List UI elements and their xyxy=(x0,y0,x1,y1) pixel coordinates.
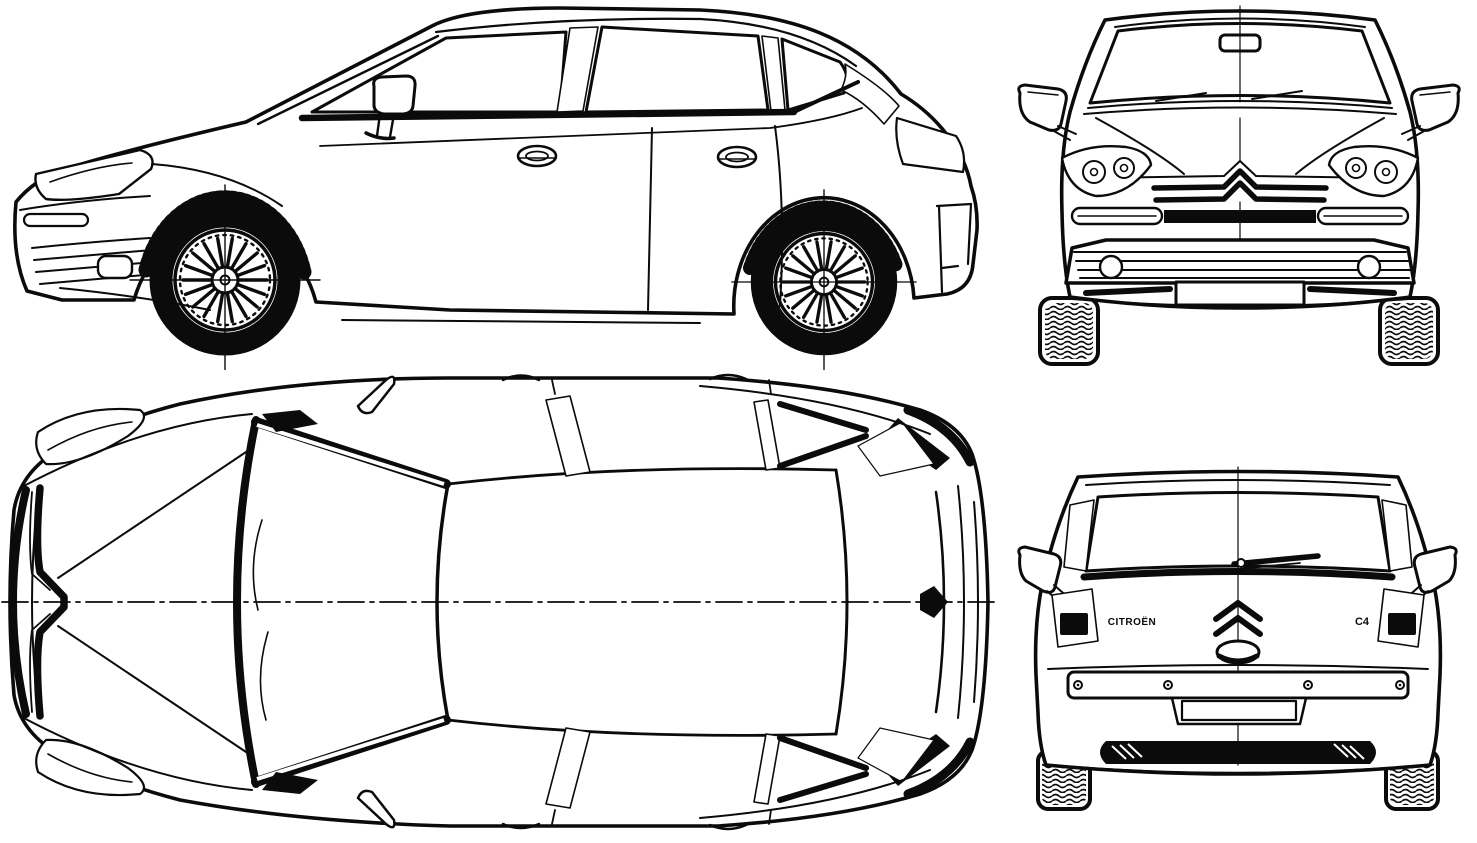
side-glasshouse xyxy=(256,17,900,126)
rear-view: CITROËN C4 xyxy=(1017,466,1458,811)
bumper-bottom xyxy=(1071,286,1409,307)
hood-shutline xyxy=(1091,160,1389,179)
character-line xyxy=(319,107,863,147)
tail-lamp-arcs xyxy=(903,405,975,799)
rear-license-plate xyxy=(1180,699,1298,722)
fender-line xyxy=(151,163,283,207)
mid-bumper xyxy=(1070,206,1410,226)
bumper-strip xyxy=(1066,670,1410,700)
c4-badge: C4 xyxy=(1355,616,1370,628)
bumper-slot xyxy=(22,212,90,228)
rear-wiper xyxy=(1231,553,1321,567)
bumper-seam xyxy=(19,195,151,211)
side-mirror xyxy=(364,74,417,141)
quarter-taper-top xyxy=(777,401,869,469)
lower-grille-slats xyxy=(31,237,157,285)
right-fog-lamp xyxy=(1356,254,1382,280)
roof-drip-line xyxy=(434,17,858,68)
b-pillar xyxy=(556,26,599,113)
left-mirror xyxy=(1017,83,1068,132)
top-view xyxy=(1,373,997,831)
quarter-taper-bottom xyxy=(777,735,869,803)
right-reflector xyxy=(1333,743,1365,760)
license-plate xyxy=(1174,280,1306,307)
rear-wheel xyxy=(732,190,916,370)
lower-grille xyxy=(1064,238,1416,285)
tailgate-badges: CITROËN C4 xyxy=(1108,600,1370,665)
lower-black-band xyxy=(1100,741,1376,764)
right-pillar-hatch xyxy=(1381,499,1413,572)
windshield xyxy=(1083,5,1397,115)
black-bumper-band xyxy=(1164,210,1316,223)
headlights xyxy=(1060,144,1420,198)
left-reflector xyxy=(1111,743,1143,760)
fog-lamp xyxy=(96,254,134,280)
mirror-mount-top xyxy=(262,410,318,432)
front-fascia-details xyxy=(19,163,283,311)
front-wheel xyxy=(130,185,320,370)
rear-bumper xyxy=(1044,664,1432,775)
left-fog-lamp xyxy=(1098,254,1124,280)
front-tires xyxy=(1038,296,1440,366)
door-handle-bumps xyxy=(501,373,748,831)
rear-corners-top xyxy=(857,405,975,799)
wipers xyxy=(1155,90,1303,102)
rear-door-window xyxy=(584,25,770,114)
rear-side-mirrors xyxy=(1017,545,1458,606)
top-handles-seams xyxy=(501,373,931,831)
rear-bumper-corner xyxy=(935,202,973,294)
front-door-seam xyxy=(647,127,653,311)
top-mirrors xyxy=(356,375,396,829)
rear-door-handle xyxy=(716,145,758,169)
rear-door-seam xyxy=(774,125,784,307)
left-mirror-top xyxy=(356,375,396,415)
citroen-chevron-logo xyxy=(1213,600,1263,637)
citroen-wordmark: CITROËN xyxy=(1108,615,1157,628)
d-pillar-trim xyxy=(840,63,900,125)
side-view xyxy=(12,6,979,370)
tail-light xyxy=(895,116,966,174)
bumper-sensors xyxy=(1073,680,1405,690)
citroen-chevron-grille xyxy=(1151,168,1329,203)
hood-lines-top xyxy=(19,413,253,791)
mirror-mount-bottom xyxy=(262,772,318,794)
rear-bumper-seams xyxy=(699,385,931,819)
top-headlights xyxy=(35,407,146,797)
front-side-mirrors xyxy=(1017,83,1461,141)
front-door-window xyxy=(310,30,568,114)
a-pillar-inner-line xyxy=(256,34,440,126)
quarter-window xyxy=(780,37,849,112)
left-tail-light xyxy=(1060,613,1088,635)
front-door-handle xyxy=(516,144,558,168)
tail-lights xyxy=(1051,588,1425,648)
door-seam-ticks xyxy=(551,379,772,825)
headlight xyxy=(34,148,154,201)
rear-details xyxy=(895,116,973,294)
sill-line xyxy=(341,319,701,324)
right-mirror-top xyxy=(356,789,396,829)
left-pillar-hatch xyxy=(1063,499,1095,572)
door-lines xyxy=(319,107,863,324)
front-view xyxy=(1017,5,1461,366)
right-tail-light xyxy=(1388,613,1416,635)
right-mirror xyxy=(1410,83,1461,132)
beltline xyxy=(298,108,798,122)
pillars-top xyxy=(545,395,869,809)
